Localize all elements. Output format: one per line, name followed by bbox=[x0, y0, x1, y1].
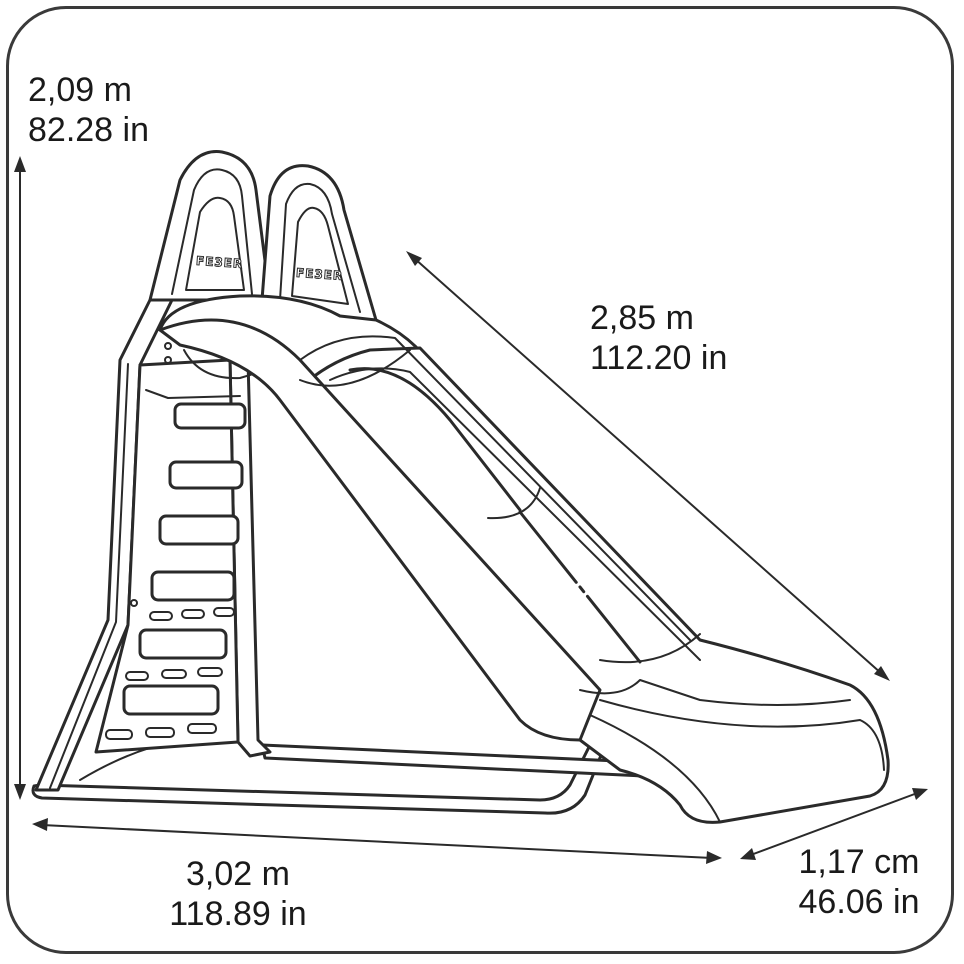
slide-chute bbox=[158, 318, 890, 824]
width-dimension-line bbox=[740, 788, 928, 860]
depth-label: 3,02 m 118.89 in bbox=[148, 854, 328, 934]
ladder-step bbox=[173, 402, 247, 430]
length-dimension-line bbox=[406, 251, 890, 681]
ladder-body bbox=[94, 342, 247, 754]
depth-dimension-line bbox=[32, 818, 722, 864]
ladder-step bbox=[122, 684, 220, 716]
height-metric: 2,09 m bbox=[28, 71, 132, 109]
length-label: 2,85 m 112.20 in bbox=[590, 298, 727, 378]
brand-mark-right: FE3ER bbox=[296, 266, 344, 283]
ladder-step bbox=[158, 514, 240, 546]
length-imperial: 112.20 in bbox=[590, 339, 728, 377]
width-imperial: 46.06 in bbox=[798, 883, 920, 921]
brand-mark-left: FE3ER bbox=[196, 254, 244, 271]
width-metric: 1,17 cm bbox=[798, 843, 920, 881]
right-handle bbox=[260, 164, 378, 322]
length-metric: 2,85 m bbox=[590, 299, 694, 337]
height-imperial: 82.28 in bbox=[28, 111, 149, 149]
depth-imperial: 118.89 in bbox=[169, 895, 307, 933]
left-handle bbox=[148, 150, 272, 302]
height-dimension-line bbox=[14, 156, 26, 800]
ladder-step bbox=[138, 628, 228, 660]
depth-metric: 3,02 m bbox=[186, 855, 290, 893]
ladder-step bbox=[168, 460, 244, 490]
height-label: 2,09 m 82.28 in bbox=[28, 70, 149, 150]
width-label: 1,17 cm 46.06 in bbox=[774, 842, 944, 922]
ladder-step bbox=[150, 570, 236, 602]
